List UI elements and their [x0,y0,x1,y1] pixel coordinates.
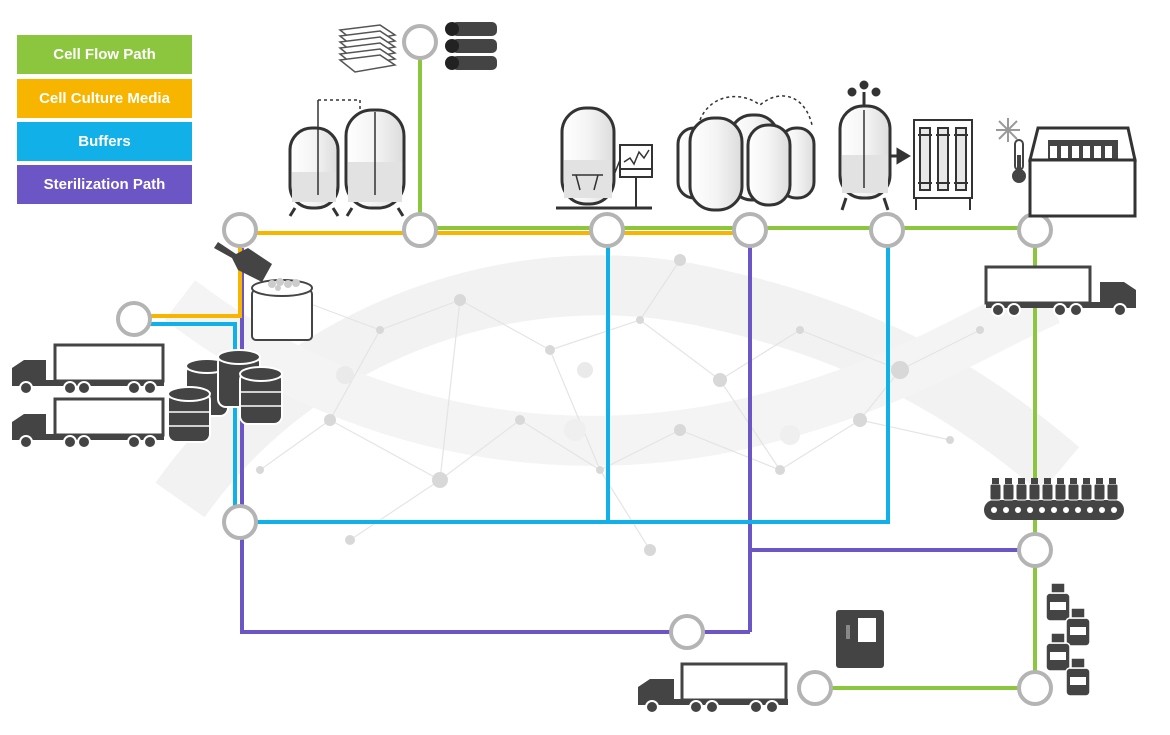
node [797,670,833,706]
stacked-cartridges-icon [445,22,497,70]
vials-icon [1045,582,1091,697]
delivery-truck-icon [12,397,165,449]
bioreactor-cluster-icon [676,95,816,212]
drum-barrels-icon [167,349,283,443]
bioreactor-monitor-icon [556,106,653,210]
thermometer-icon [1012,139,1026,183]
legend-label: Buffers [78,133,131,150]
node [222,212,258,248]
vial-conveyor-icon [984,478,1124,520]
background-network [155,254,1080,556]
legend-label: Cell Culture Media [39,90,170,107]
node [222,504,258,540]
filter-plates-icon [338,24,397,73]
snowflake-icon [996,118,1020,142]
freezer-chest-icon [1028,126,1137,218]
node [116,301,152,337]
node [869,212,905,248]
legend-cell-flow-path: Cell Flow Path [17,35,192,74]
node [1017,670,1053,706]
legend-sterilization-path: Sterilization Path [17,165,192,204]
node [732,212,768,248]
powder-bag-icon [251,278,313,341]
delivery-truck-icon [12,343,165,395]
node [402,24,438,60]
dual-bioreactor-icon [288,99,406,217]
legend-cell-culture-media: Cell Culture Media [17,79,192,118]
node [1017,532,1053,568]
junction-nodes [116,24,1053,706]
legend-label: Sterilization Path [43,176,166,193]
scoop-icon [214,242,272,282]
legend-buffers: Buffers [17,122,192,161]
agitated-vessel-icon [838,80,911,211]
storage-cabinet-icon [836,610,884,668]
delivery-truck-icon [984,265,1136,317]
chromatography-columns-icon [913,119,973,210]
node [589,212,625,248]
node [669,614,705,650]
legend-label: Cell Flow Path [53,46,156,63]
node [1017,212,1053,248]
node [402,212,438,248]
delivery-truck-icon [638,662,788,714]
